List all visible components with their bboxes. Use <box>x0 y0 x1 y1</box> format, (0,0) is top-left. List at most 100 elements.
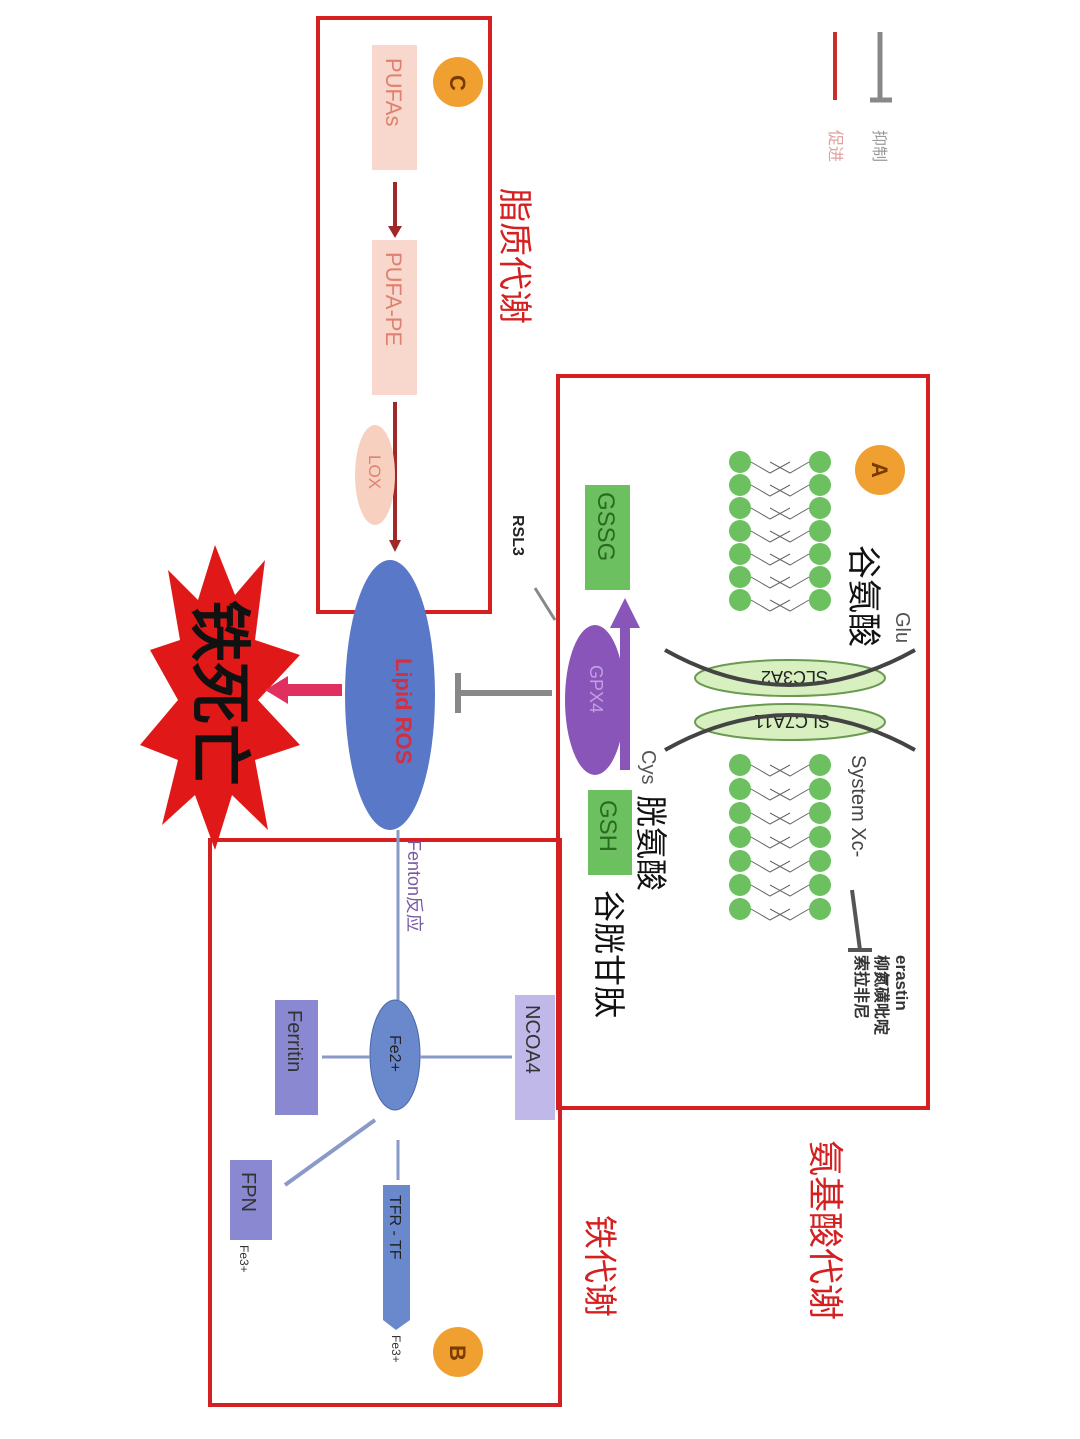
fe3-tf-label: Fe3+ <box>389 1335 403 1363</box>
gssg-box <box>585 485 630 590</box>
lipid-head <box>809 754 831 776</box>
lipid-head <box>809 802 831 824</box>
pufa-pe-box <box>372 240 417 395</box>
lipid-tail <box>750 461 810 474</box>
rsl3-inhibit-line <box>533 587 557 621</box>
legend-promote: 促进 <box>826 130 844 162</box>
fe2-label: Fe2+ <box>386 1035 403 1072</box>
lipid-tail <box>750 484 810 497</box>
gsh-box <box>588 790 632 875</box>
lipid-ros-ellipse <box>345 560 435 830</box>
iron-frame <box>208 838 562 1407</box>
glu-cn-label: 谷氨酸 <box>843 545 883 647</box>
pufas-box <box>372 45 417 170</box>
lipid-tail <box>750 860 810 873</box>
lipid-head <box>729 874 751 896</box>
badge-a-label: A <box>867 462 892 478</box>
lipid-tail <box>750 884 810 897</box>
gpx4-label: GPX4 <box>586 665 606 713</box>
pufas-label: PUFAs <box>381 58 406 126</box>
lox-label: LOX <box>365 455 384 489</box>
lipid-tail <box>750 812 810 825</box>
lipid-head <box>809 850 831 872</box>
rsl3-label: RSL3 <box>509 515 526 556</box>
lipid-head <box>809 451 831 473</box>
gsh-label: GSH <box>594 800 621 852</box>
lipid-head <box>729 497 751 519</box>
lipid-head <box>729 778 751 800</box>
lipid-head <box>809 543 831 565</box>
legend-inhibit: 抑制 <box>870 130 888 162</box>
amino-frame <box>556 374 930 1110</box>
lipid-head <box>809 778 831 800</box>
lipid-head <box>729 451 751 473</box>
cys-cn-label: 胱氨酸 <box>632 795 670 891</box>
lipid-tail <box>750 507 810 520</box>
lipid-head <box>729 589 751 611</box>
tfr-tf-box <box>383 1185 410 1330</box>
lipid-tail <box>750 599 810 612</box>
lipid-tail <box>750 530 810 543</box>
badge-c-label: C <box>445 75 470 91</box>
lipid-tail <box>750 553 810 566</box>
lipid-head <box>809 566 831 588</box>
lipid-head <box>729 898 751 920</box>
ferritin-box <box>275 1000 318 1115</box>
legend: 抑制 促进 <box>826 32 892 162</box>
erastin-label: erastin <box>892 955 911 1011</box>
fe3-fpn-label: Fe3+ <box>237 1245 251 1273</box>
badge-c <box>433 57 483 107</box>
lipid-head <box>809 874 831 896</box>
ncoa4-label: NCOA4 <box>521 1005 543 1074</box>
badge-a <box>855 445 905 495</box>
iron-title: 铁代谢 <box>579 1215 619 1317</box>
glu-label: Glu <box>891 612 913 643</box>
lipid-tail <box>750 908 810 921</box>
amino-title: 氨基酸代谢 <box>804 1140 845 1320</box>
lipid-head <box>809 520 831 542</box>
fenton-label: Fenton反应 <box>404 840 424 932</box>
lipid-head <box>729 754 751 776</box>
badge-b <box>433 1327 483 1377</box>
fpn-label: FPN <box>237 1172 259 1212</box>
cell-membrane <box>729 451 831 921</box>
lipid-title: 脂质代谢 <box>494 188 534 324</box>
lipid-tail <box>750 764 810 777</box>
lox-ellipse <box>355 425 395 525</box>
fpn-box <box>230 1160 272 1240</box>
gsh-cn-label: 谷胱甘肽 <box>590 890 628 1018</box>
ferritin-label: Ferritin <box>283 1010 305 1072</box>
lipid-head <box>809 589 831 611</box>
lipid-ros-label: Lipid ROS <box>391 658 416 764</box>
lipid-head <box>729 520 751 542</box>
lipid-tail <box>750 788 810 801</box>
lipid-head <box>729 474 751 496</box>
ferroptosis-label: 铁死亡 <box>183 600 256 786</box>
lipid-head <box>809 474 831 496</box>
tfr-tf-label: TFR - TF <box>386 1195 403 1260</box>
lipid-tail <box>750 836 810 849</box>
lipid-head <box>809 898 831 920</box>
lipid-head <box>809 826 831 848</box>
system-xc-label: System Xc- <box>847 755 869 857</box>
erastin-inhibit-line <box>850 889 862 951</box>
pufa-pe-label: PUFA-PE <box>381 252 406 346</box>
lipid-head <box>729 802 751 824</box>
sorafenib-label: 索拉非尼 <box>852 955 871 1019</box>
slc3a2-ellipse <box>694 659 886 697</box>
cys-label: Cys <box>637 750 659 784</box>
badge-b-label: B <box>445 1345 470 1361</box>
gssg-label: GSSG <box>592 492 619 561</box>
sulfasalazine-label: 柳氮磺吡啶 <box>872 955 891 1035</box>
lipid-head <box>729 850 751 872</box>
lipid-head <box>729 566 751 588</box>
fe2-ellipse <box>369 999 421 1111</box>
ncoa4-box <box>515 995 555 1120</box>
ferroptosis-star <box>140 545 300 850</box>
lipid-tail <box>750 576 810 589</box>
gpx4-ellipse <box>565 625 625 775</box>
slc7a11-ellipse <box>694 703 886 741</box>
lipid-head <box>729 826 751 848</box>
lipid-head <box>729 543 751 565</box>
